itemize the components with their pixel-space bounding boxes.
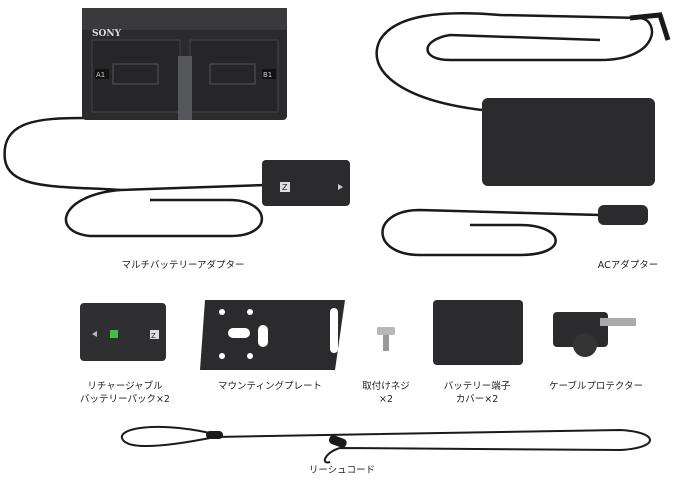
- sony-logo: SONY: [92, 29, 122, 39]
- mounting-plate-label: マウンティングプレート: [218, 381, 322, 392]
- multi-battery-adapter: SONY A1 B1: [82, 8, 287, 120]
- adapter-cable-loop: [64, 188, 264, 238]
- ac-cable-top: [375, 12, 654, 112]
- leash-cord-label: リーシュコード: [308, 465, 376, 476]
- screw-label-line1: 取付けネジ: [362, 381, 410, 392]
- cable-protector-label: ケーブルプロテクター: [548, 381, 644, 392]
- terminal-cover-label-line2: カバー×2: [455, 394, 499, 405]
- slot-b1-label: B1: [263, 71, 272, 79]
- terminal-cover: [433, 300, 523, 365]
- dummy-battery: Z: [262, 160, 350, 206]
- svg-text:Z: Z: [151, 332, 156, 340]
- mounting-screw: [377, 327, 395, 351]
- cable-protector: [553, 312, 636, 357]
- ac-cable-bottom: [381, 208, 601, 257]
- slot-a1-label: A1: [96, 71, 105, 79]
- ac-adapter-label: ACアダプター: [597, 260, 659, 271]
- terminal-cover-label-line1: バッテリー端子: [443, 381, 511, 392]
- multi-adapter-label: マルチバッテリーアダプター: [121, 260, 245, 271]
- ac-adapter-brick: [482, 98, 655, 186]
- battery-label-line2: バッテリーパック×2: [80, 394, 170, 405]
- battery-label-line1: リチャージャブル: [87, 381, 163, 392]
- battery-label: リチャージャブル バッテリーパック×2: [80, 380, 170, 406]
- leash-cord: [120, 425, 651, 464]
- screw-label: 取付けネジ ×2: [362, 380, 410, 406]
- terminal-cover-label: バッテリー端子 カバー×2: [444, 380, 511, 406]
- ac-power-connector: [598, 205, 648, 225]
- svg-text:Z: Z: [282, 183, 288, 192]
- screw-label-line2: ×2: [378, 394, 394, 405]
- ac-plug: [629, 12, 671, 41]
- mounting-plate: [200, 300, 345, 370]
- rechargeable-battery: Z: [80, 303, 166, 361]
- adapter-cable: [3, 116, 266, 192]
